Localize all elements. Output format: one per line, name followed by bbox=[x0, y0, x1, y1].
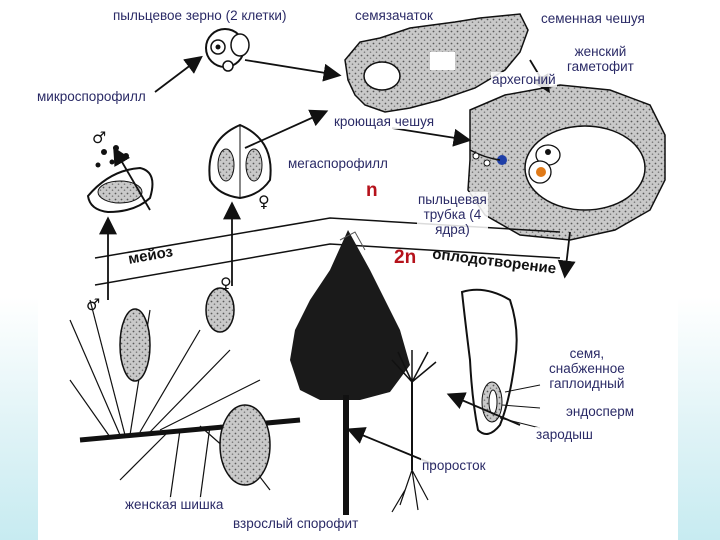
cycle-arrows bbox=[99, 55, 576, 466]
label-cover-scale: кроющая чешуя bbox=[333, 114, 436, 129]
label-female-gametophyte: женский гаметофит bbox=[566, 44, 635, 74]
pollen-grain-drawing bbox=[205, 28, 250, 72]
label-microsporophyll: микроспорофилл bbox=[36, 89, 147, 104]
label-embryo: зародыш bbox=[535, 427, 594, 442]
label-endosperm: эндосперм bbox=[565, 404, 636, 419]
label-seed-line1: семя, bbox=[569, 346, 605, 361]
label-pollen-tube-line1: пыльцевая bbox=[418, 192, 487, 207]
label-female-cone: женская шишка bbox=[124, 497, 225, 512]
ovule-drawing bbox=[344, 13, 529, 113]
pine-branch-drawing bbox=[69, 287, 301, 501]
female-symbol-top: ♀ bbox=[258, 192, 270, 211]
phase-diploid-2n: 2n bbox=[394, 247, 417, 268]
male-symbol-top: ♂ bbox=[92, 128, 107, 147]
label-pollen-tube-line3: ядра) bbox=[435, 222, 470, 237]
label-ovule: семязачаток bbox=[354, 8, 434, 23]
microsporophyll-drawing bbox=[86, 145, 154, 214]
male-symbol-branch: ♂ bbox=[86, 295, 101, 314]
label-pollen-tube: пыльцевая трубка (4 ядра) bbox=[417, 192, 488, 237]
seed-drawing bbox=[460, 288, 518, 435]
phase-haploid-n: n bbox=[366, 180, 378, 201]
label-pollen-grain: пыльцевое зерно (2 клетки) bbox=[112, 8, 288, 23]
megasporophyll-drawing bbox=[208, 123, 272, 200]
female-symbol-branch: ♀ bbox=[220, 274, 232, 293]
label-adult-sporophyte: взрослый спорофит bbox=[232, 516, 360, 531]
label-archegonium: архегоний bbox=[491, 72, 557, 87]
label-megasporophyll: мегаспорофилл bbox=[287, 156, 389, 171]
female-gametophyte-drawing bbox=[467, 84, 666, 241]
label-seed: семя, снабженное гаплоидный bbox=[548, 346, 626, 391]
label-seedling: проросток bbox=[421, 458, 487, 473]
label-female-gametophyte-line2: гаметофит bbox=[567, 59, 634, 74]
label-pollen-tube-line2: трубка (4 bbox=[423, 207, 482, 222]
label-seed-line2: снабженное bbox=[549, 361, 625, 376]
label-female-gametophyte-line1: женский bbox=[574, 44, 627, 59]
adult-sporophyte-drawing bbox=[290, 230, 410, 515]
label-seed-scale: семенная чешуя bbox=[540, 11, 646, 26]
label-seed-line3: гаплоидный bbox=[549, 376, 625, 391]
